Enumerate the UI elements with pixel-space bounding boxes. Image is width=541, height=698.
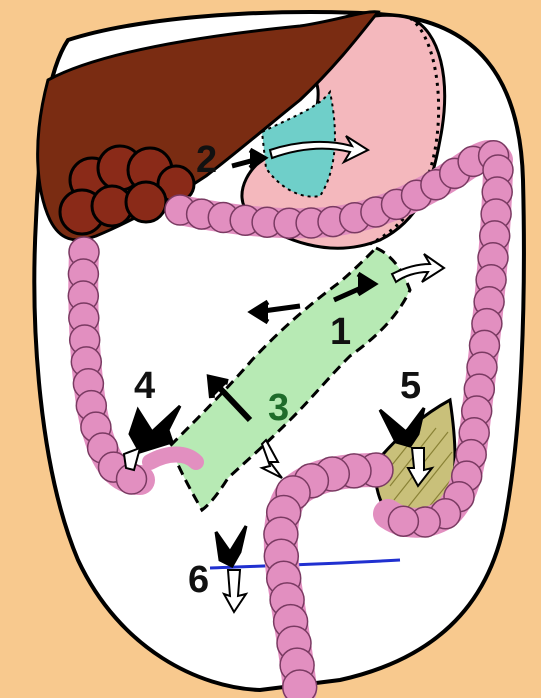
label-3: 3: [268, 387, 289, 429]
label-6: 6: [188, 559, 209, 601]
label-4: 4: [134, 365, 155, 407]
label-5: 5: [400, 365, 421, 407]
label-2: 2: [196, 139, 217, 181]
label-1: 1: [330, 311, 351, 353]
colon-haustrum: [283, 670, 317, 698]
colon-haustrum: [388, 506, 418, 536]
